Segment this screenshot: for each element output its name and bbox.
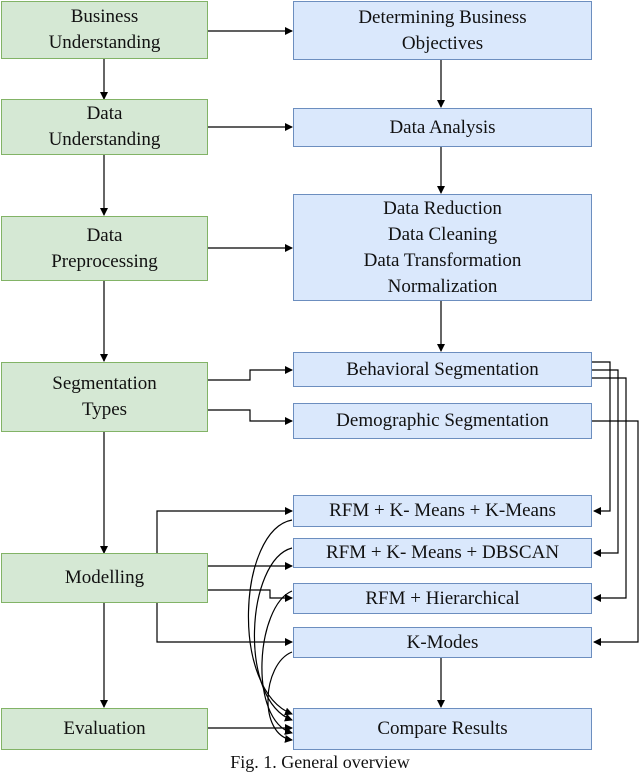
model-kmodes-label: K-Modes [406, 631, 479, 653]
arrow-modelling-to-kmodes [156, 603, 293, 646]
evaluation-line-1: Evaluation [63, 718, 146, 739]
business-objectives-box: Determining Business Objectives [293, 1, 592, 60]
model-kmodes-box: K-Modes [293, 627, 592, 658]
demographic-segmentation-label: Demographic Segmentation [336, 410, 549, 431]
modelling-line-1: Modelling [64, 567, 145, 588]
model-rfm-kmeans-kmeans-label: RFM + K- Means + K-Means [329, 500, 556, 521]
data-preprocessing-box: Data Preprocessing [1, 216, 208, 281]
arrow-model2-to-compare [253, 547, 293, 722]
evaluation-box: Evaluation [1, 708, 208, 750]
preprocessing-step-2: Data Cleaning [387, 223, 498, 245]
data-analysis-box: Data Analysis [293, 108, 592, 147]
data-analysis-line-1: Data Analysis [389, 116, 496, 138]
business-understanding-line-1: Business [70, 6, 139, 27]
business-understanding-line-2: Understanding [48, 32, 161, 53]
model-rfm-kmeans-kmeans-box: RFM + K- Means + K-Means [293, 495, 592, 527]
compare-results-label: Compare Results [377, 718, 508, 739]
preprocessing-step-1: Data Reduction [383, 197, 502, 219]
arrow-modelling-to-model1 [156, 507, 293, 553]
model-rfm-hierarchical-box: RFM + Hierarchical [293, 583, 592, 614]
compare-results-box: Compare Results [293, 708, 592, 750]
arrow-types-to-demographic [208, 409, 293, 425]
arrow-behavioral-to-model3 [592, 377, 627, 602]
arrow-behavioral-to-model2 [592, 369, 619, 557]
arrow-model3-to-compare [261, 590, 293, 735]
data-understanding-line-1: Data [86, 103, 123, 124]
arrow-behavioral-to-model1 [592, 361, 611, 515]
model-rfm-kmeans-dbscan-box: RFM + K- Means + DBSCAN [293, 538, 592, 568]
data-preprocessing-line-2: Preprocessing [51, 250, 158, 272]
arrow-kmodes-box-to-compare [267, 651, 293, 743]
preprocessing-step-3: Data Transformation [363, 249, 522, 271]
business-objectives-line-2: Objectives [401, 32, 484, 54]
segmentation-types-line-2: Types [81, 399, 128, 420]
modelling-box: Modelling [1, 553, 208, 603]
data-understanding-box: Data Understanding [1, 99, 208, 155]
preprocessing-steps-box: Data Reduction Data Cleaning Data Transf… [293, 194, 592, 301]
segmentation-types-line-1: Segmentation [52, 373, 157, 394]
segmentation-types-box: Segmentation Types [1, 362, 208, 432]
model-rfm-kmeans-dbscan-label: RFM + K- Means + DBSCAN [325, 542, 560, 563]
arrow-model1-to-compare [247, 519, 293, 716]
arrow-modelling-to-model3 [208, 589, 293, 602]
business-understanding-box: Business Understanding [1, 1, 208, 59]
data-understanding-line-2: Understanding [48, 129, 161, 150]
figure-caption: Fig. 1. General overview [230, 752, 410, 772]
model-rfm-hierarchical-label: RFM + Hierarchical [365, 587, 520, 609]
arrow-types-to-behavioral [208, 366, 293, 381]
behavioral-segmentation-box: Behavioral Segmentation [293, 352, 592, 387]
data-preprocessing-line-1: Data [86, 224, 123, 246]
behavioral-segmentation-label: Behavioral Segmentation [346, 358, 539, 380]
preprocessing-step-4: Normalization [387, 275, 498, 297]
arrow-demographic-to-kmodes [592, 420, 639, 646]
demographic-segmentation-box: Demographic Segmentation [293, 403, 592, 439]
business-objectives-line-1: Determining Business [358, 6, 527, 28]
